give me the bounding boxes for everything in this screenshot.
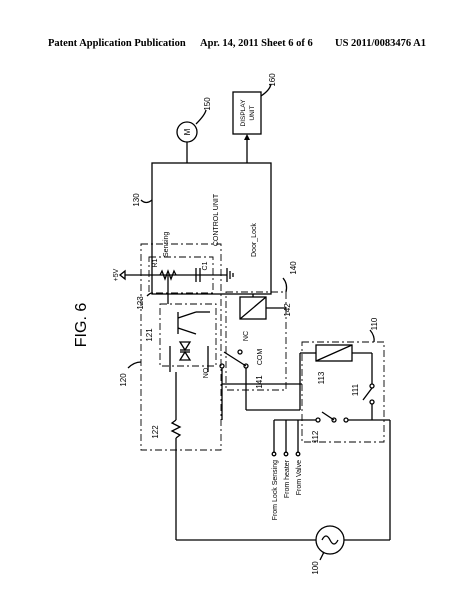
ref-150-leader [195, 109, 207, 125]
ref-130: 130 [132, 193, 141, 207]
ref-111: 111 [351, 383, 360, 396]
from-heater-label: From heater [284, 459, 291, 498]
control-unit-label: CONTROL UNIT [213, 193, 220, 246]
door-lock-label: Door_Lock [251, 223, 258, 257]
sensing-block-120 [140, 243, 222, 451]
ac-source-wave [321, 535, 339, 545]
nc-label: NC [243, 331, 250, 341]
ref-160-leader [260, 83, 272, 97]
ref-140-leader [282, 277, 288, 293]
switch-111 [362, 387, 373, 401]
ref-120: 120 [119, 373, 128, 387]
ref-100-leader [319, 551, 325, 561]
ref-142: 142 [283, 303, 292, 317]
r1-label: R1 [152, 258, 159, 267]
photocoupler-121 [159, 303, 217, 367]
switch-111-contact-a [369, 383, 375, 389]
figure-title: FIG. 6 [73, 303, 90, 348]
motor-label: M [183, 128, 192, 135]
display-unit-label-2: UNIT [249, 105, 256, 120]
block-110 [301, 341, 385, 443]
switch-112-contact-b [331, 417, 337, 423]
relay-coil-diagonal [239, 296, 267, 320]
date-sheet-label: Apr. 14, 2011 Sheet 6 of 6 [200, 38, 313, 49]
lock-sensing-terminal [271, 451, 277, 457]
patent-number: US 2011/0083476 A1 [335, 38, 427, 49]
ref-122: 122 [151, 425, 160, 439]
relay-block-140 [225, 291, 287, 391]
ref-141: 141 [255, 375, 264, 389]
vcc-terminal [118, 269, 126, 281]
com-label: COM [257, 349, 264, 366]
ref-100: 100 [311, 561, 320, 575]
switch-112-contact-c [343, 417, 349, 423]
from-lock-sensing-label: From Lock Sensing [272, 460, 279, 520]
ref-123: 123 [136, 296, 145, 310]
control-unit-box [151, 162, 272, 295]
publication-label: Patent Application Publication [48, 38, 186, 49]
ref-121: 121 [145, 328, 154, 342]
ref-123-leader [146, 292, 153, 297]
led-a [178, 341, 192, 352]
ref-130-leader [140, 199, 153, 204]
resistor-122 [170, 419, 182, 439]
no-contact [219, 363, 225, 369]
vcc-label: +5V [113, 268, 120, 281]
display-unit-box [232, 91, 262, 135]
display-arrow [244, 134, 250, 140]
ref-160: 160 [268, 73, 277, 87]
ref-120-leader [127, 361, 142, 369]
ref-112: 112 [311, 430, 320, 443]
ref-113: 113 [317, 371, 326, 384]
switch-112-contact-a [315, 417, 321, 423]
display-unit-label-1: DISPLAY [240, 99, 247, 127]
ref-140: 140 [289, 261, 298, 275]
from-valve-label: From Valve [296, 460, 303, 495]
switch-111-contact-b [369, 399, 375, 405]
no-label: NO [203, 367, 210, 378]
coil-113-diagonal [315, 344, 353, 362]
valve-terminal [295, 451, 301, 457]
led-b [178, 350, 192, 361]
transistor-emitter [177, 327, 197, 335]
r1-resistor [159, 269, 177, 281]
switch-112 [321, 411, 335, 421]
nc-contact [237, 349, 243, 355]
ref-110: 110 [370, 317, 379, 330]
heater-terminal [283, 451, 289, 457]
relay-switch-141 [223, 351, 247, 367]
ref-150: 150 [203, 97, 212, 111]
ref-110-leader [369, 329, 375, 343]
c1-label: C1 [202, 261, 209, 270]
transistor-collector [177, 311, 197, 319]
